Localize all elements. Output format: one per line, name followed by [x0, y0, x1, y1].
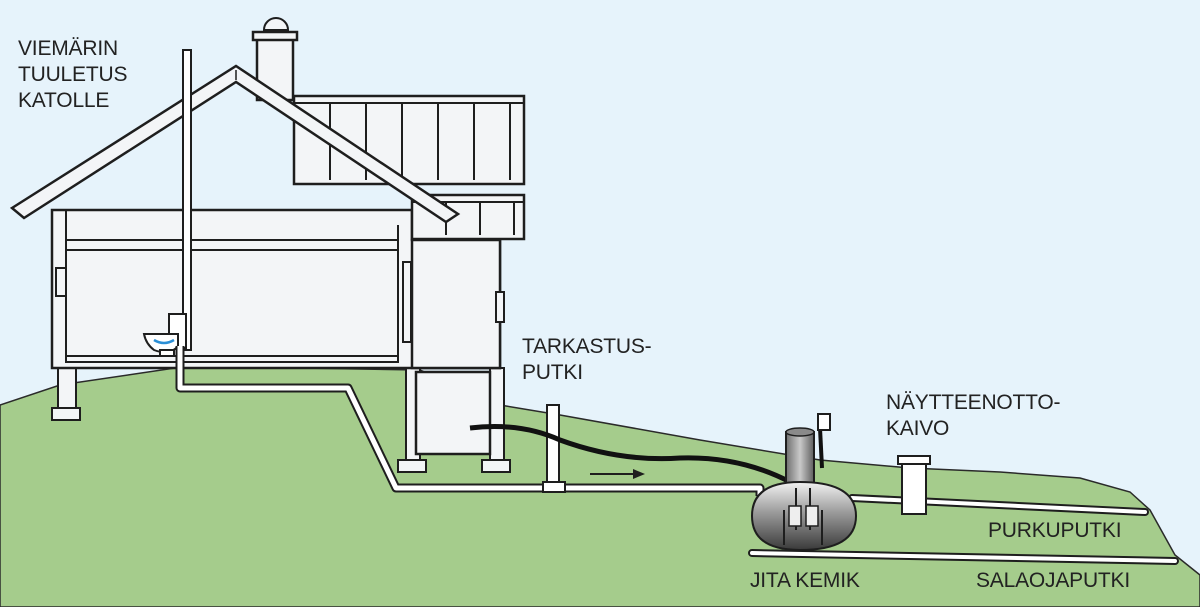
garage-door [414, 370, 492, 456]
sampling-well [897, 455, 931, 515]
sampling-well-label: NÄYTTEENOTTO- KAIVO [886, 390, 1061, 442]
inspection-pipe-label: TARKASTUS- PUTKI [522, 334, 652, 386]
tank-body [750, 480, 858, 552]
roof [9, 64, 461, 224]
control-box [817, 413, 831, 431]
tank-riser [785, 431, 815, 485]
house [9, 17, 526, 456]
vent-label: VIEMÄRIN TUULETUS KATOLLE [18, 36, 127, 114]
vent-label-line-2: TUULETUS [18, 63, 128, 86]
vent-label-line-1: VIEMÄRIN [18, 37, 118, 60]
tank-label: JITA KEMIK [750, 569, 860, 592]
discharge-pipe [848, 494, 1149, 516]
drainage-pipe-label: SALAOJAPUTKI [976, 569, 1130, 592]
vent-pipe [182, 49, 192, 351]
vent-label-line-3: KATOLLE [18, 89, 110, 112]
service-hose [469, 424, 792, 485]
sampling-label-line-2: KAIVO [886, 417, 950, 440]
inspection-pipe [542, 404, 566, 493]
flow-arrow [590, 469, 645, 479]
jita-kemik-tank [750, 413, 858, 552]
sewer-pipe [177, 346, 763, 496]
drainage-pipe [748, 549, 1179, 565]
discharge-pipe-label: PURKUPUTKI [988, 519, 1122, 542]
sampling-label-line-1: NÄYTTEENOTTO- [886, 391, 1061, 414]
inspection-label-line-1: TARKASTUS- [522, 335, 652, 358]
inspection-label-line-2: PUTKI [522, 361, 583, 384]
